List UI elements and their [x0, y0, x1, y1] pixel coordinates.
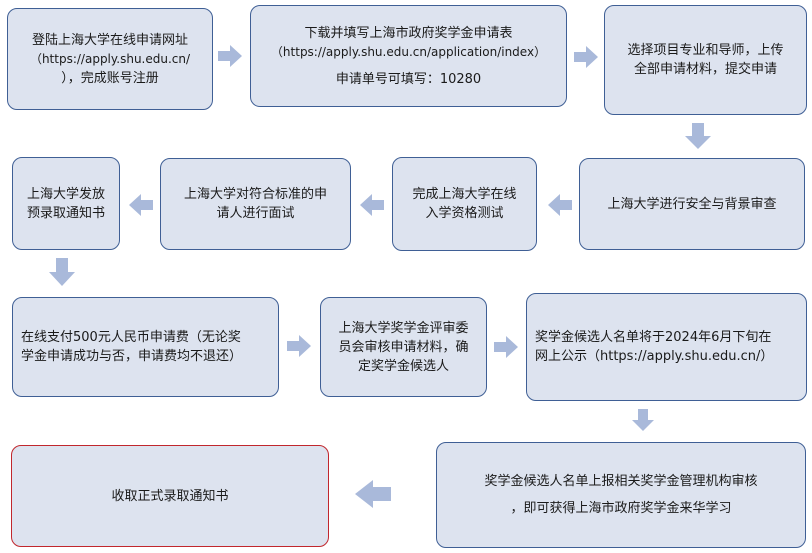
- step-text: 全部申请材料，提交申请: [633, 62, 777, 77]
- step-committee-review: 上海大学奖学金评审委 员会审核申请材料，确 定奖学金候选人: [320, 297, 487, 397]
- step-text: 学金申请成功与否，申请费均不退还）: [21, 349, 243, 364]
- step-text: 请人进行面试: [216, 206, 295, 221]
- arrow-left-icon: [129, 194, 153, 216]
- step-text: （https://apply.shu.edu.cn/: [29, 51, 191, 66]
- arrow-left-icon: [360, 194, 384, 216]
- step-security-background-check: 上海大学进行安全与背景审查: [579, 158, 805, 250]
- step-text: 申请单号可填写：10280: [335, 71, 482, 87]
- arrow-left-icon: [355, 480, 391, 508]
- arrow-right-icon: [574, 46, 598, 68]
- step-select-program-submit: 选择项目专业和导师，上传 全部申请材料，提交申请: [604, 5, 807, 115]
- step-text: 上海大学奖学金评审委: [338, 320, 469, 336]
- arrow-right-icon: [494, 336, 518, 358]
- step-text: 收取正式录取通知书: [111, 488, 229, 504]
- step-text: 奖学金候选人名单上报相关奖学金管理机构审核: [484, 474, 758, 489]
- arrow-down-icon: [49, 258, 75, 286]
- step-text: ，即可获得上海市政府奖学金来华学习: [510, 501, 732, 516]
- step-text: 定奖学金候选人: [357, 358, 449, 374]
- step-text: ），完成账号注册: [61, 70, 159, 86]
- arrow-right-icon: [218, 45, 242, 67]
- arrow-down-icon: [685, 123, 711, 149]
- step-text: 网上公示（https://apply.shu.edu.cn/）: [535, 349, 774, 364]
- step-pay-application-fee: 在线支付500元人民币申请费（无论奖 学金申请成功与否，申请费均不退还）: [12, 297, 279, 397]
- arrow-left-icon: [548, 194, 572, 216]
- step-text: 预录取通知书: [26, 205, 105, 221]
- step-text: 登陆上海大学在线申请网址: [31, 32, 188, 48]
- step-text: 下载并填写上海市政府奖学金申请表: [304, 25, 513, 41]
- step-text: 员会审核申请材料，确: [338, 339, 469, 355]
- step-candidate-list-publicized: 奖学金候选人名单将于2024年6月下旬在 网上公示（https://apply.…: [526, 293, 807, 401]
- step-interview: 上海大学对符合标准的申 请人进行面试: [160, 158, 351, 250]
- step-text: 上海大学发放: [26, 186, 105, 202]
- step-text: 上海大学进行安全与背景审查: [607, 196, 777, 212]
- step-online-entrance-test: 完成上海大学在线 入学资格测试: [392, 157, 537, 251]
- step-text: 入学资格测试: [425, 206, 504, 221]
- step-download-application-form: 下载并填写上海市政府奖学金申请表 （https://apply.shu.edu.…: [250, 5, 567, 107]
- arrow-right-icon: [287, 335, 311, 357]
- step-text: 上海大学对符合标准的申: [183, 187, 327, 202]
- step-text: 完成上海大学在线: [412, 187, 517, 202]
- step-text: 奖学金候选人名单将于2024年6月下旬在: [535, 330, 772, 345]
- step-pre-admission-notice: 上海大学发放 预录取通知书: [12, 157, 120, 250]
- step-final-admission-notice: 收取正式录取通知书: [11, 445, 329, 547]
- step-text: 在线支付500元人民币申请费（无论奖: [21, 330, 241, 345]
- step-register-account: 登陆上海大学在线申请网址 （https://apply.shu.edu.cn/ …: [7, 8, 213, 110]
- step-scholarship-agency-review: 奖学金候选人名单上报相关奖学金管理机构审核 ，即可获得上海市政府奖学金来华学习: [436, 442, 806, 548]
- step-text: 选择项目专业和导师，上传: [627, 43, 784, 58]
- step-text: （https://apply.shu.edu.cn/application/in…: [270, 44, 547, 59]
- arrow-down-icon: [632, 409, 654, 431]
